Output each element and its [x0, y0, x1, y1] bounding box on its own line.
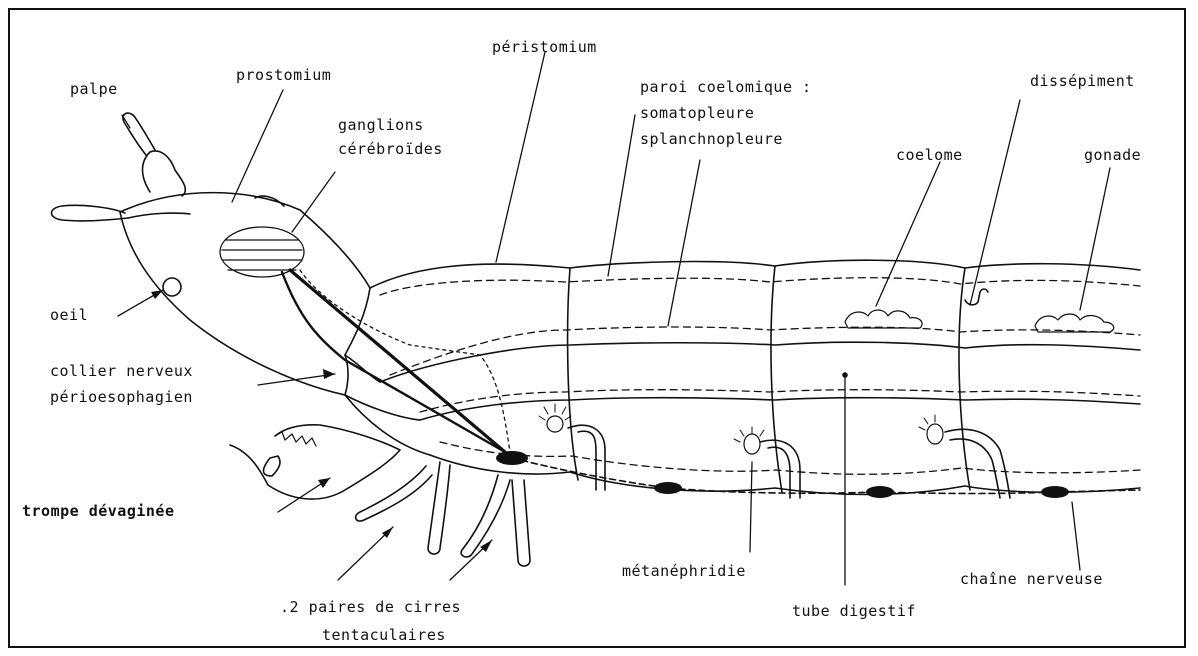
palp-tip [123, 113, 155, 155]
segment-boundary-3 [959, 268, 970, 490]
label-collier-nerveux: collier nerveux [50, 362, 193, 380]
label-paroi-coelomique: paroi coelomique : [640, 78, 812, 96]
label-cirres-line2: tentaculaires [322, 626, 446, 644]
label-cirres-line1: .2 paires de cirres [280, 598, 461, 616]
tentacle-lower [128, 213, 190, 218]
label-metanephridie: métanéphridie [622, 562, 746, 580]
tentacle-upper [52, 205, 129, 220]
palp-base [143, 151, 186, 196]
label-perioesophagien: périoesophagien [50, 388, 193, 406]
label-dissepiment: dissépiment [1030, 72, 1135, 90]
gut-upper-wall [380, 342, 1140, 382]
label-palpe: palpe [70, 80, 118, 98]
label-tube-digestif: tube digestif [792, 602, 916, 620]
gut-lower-wall [420, 398, 1140, 420]
leader-lines [118, 52, 1110, 585]
body-dorsal-outline [370, 260, 1140, 288]
jaw-teeth [275, 432, 316, 446]
jaw-claw [264, 456, 281, 476]
cirrus-4 [512, 480, 530, 566]
gut-dot [843, 373, 847, 377]
segment-boundary-2 [771, 266, 782, 492]
label-oeil: oeil [50, 306, 88, 324]
segment-boundary-1 [568, 268, 578, 480]
dissepiment-mark [965, 289, 988, 305]
label-prostomium: prostomium [236, 66, 331, 84]
metanephridia [539, 404, 1010, 498]
nerve-collar-dotted [300, 270, 510, 452]
label-coelome: coelome [896, 146, 963, 164]
label-cerebroides: cérébroïdes [338, 140, 443, 158]
label-somatopleure: somatopleure [640, 104, 754, 122]
label-peristomium: péristomium [492, 38, 597, 56]
gonad-icon [845, 310, 1114, 332]
label-gonade: gonade [1084, 146, 1141, 164]
label-ganglions: ganglions [338, 116, 424, 134]
label-trompe-devaginee: trompe dévaginée [22, 502, 175, 520]
label-chaine-nerveuse: chaîne nerveuse [960, 570, 1103, 588]
eye [163, 278, 181, 296]
body-ventral-outline [430, 455, 1140, 495]
label-splanchnopleure: splanchnopleure [640, 130, 783, 148]
prostomium-outline [120, 193, 370, 355]
cirrus-1 [356, 466, 432, 521]
